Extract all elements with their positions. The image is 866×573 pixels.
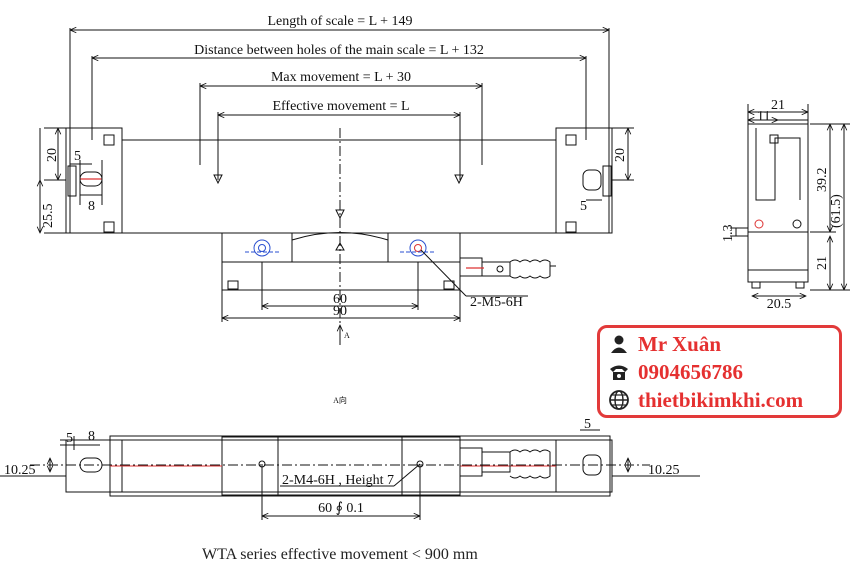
dim-bottom-60-tolerance: 60 ∮ 0.1 xyxy=(318,501,364,516)
dim-20-left: 20 xyxy=(45,148,60,162)
contact-name-row: Mr Xuân xyxy=(608,331,721,357)
side-view xyxy=(730,104,850,296)
contact-card: Mr Xuân 0904656786 thietbikimkhi.com xyxy=(597,325,842,418)
dim-side-39-2: 39.2 xyxy=(815,168,830,193)
dim-effective-movement: Effective movement = L xyxy=(272,99,409,114)
contact-name: Mr Xuân xyxy=(638,332,722,356)
thread-note-m4: 2-M4-6H , Height 7 xyxy=(282,473,394,488)
thread-note-m5: 2-M5-6H xyxy=(470,295,523,310)
dim-side-21-top: 21 xyxy=(771,98,785,113)
dim-bottom-5-left: 5 xyxy=(66,431,73,446)
dim-8-left: 8 xyxy=(88,199,95,214)
view-marker-a: A xyxy=(344,331,350,340)
series-caption: WTA series effective movement < 900 mm xyxy=(202,546,478,563)
person-icon xyxy=(611,335,627,353)
contact-website-row: thietbikimkhi.com xyxy=(608,387,803,413)
dim-side-20-5: 20.5 xyxy=(767,297,792,312)
dim-5-left: 5 xyxy=(74,149,81,164)
dim-bottom-10-25-left: 10.25 xyxy=(4,463,36,478)
dim-bottom-8-left: 8 xyxy=(88,429,95,444)
dim-side-1-3: 1.3 xyxy=(721,225,736,243)
dim-side-21-right: 21 xyxy=(815,256,830,270)
contact-website-link[interactable]: thietbikimkhi.com xyxy=(638,388,804,412)
dim-hole-distance: Distance between holes of the main scale… xyxy=(194,43,484,58)
dim-60: 60 xyxy=(333,292,347,307)
front-view xyxy=(40,28,634,345)
dim-20-right: 20 xyxy=(613,148,628,162)
dim-side-11: 11 xyxy=(757,109,770,124)
view-title-a: A向 xyxy=(333,395,347,405)
dim-bottom-5-right: 5 xyxy=(584,417,591,432)
bottom-view xyxy=(0,429,700,520)
dim-90: 90 xyxy=(333,304,347,319)
dim-length-of-scale: Length of scale = L + 149 xyxy=(267,14,412,29)
phone-icon xyxy=(610,365,628,380)
globe-icon xyxy=(609,390,629,410)
contact-phone[interactable]: 0904656786 xyxy=(638,360,743,384)
dim-25-5: 25.5 xyxy=(41,204,56,229)
dim-side-61-5: (61.5) xyxy=(829,194,844,228)
dim-max-movement: Max movement = L + 30 xyxy=(271,70,411,85)
dim-bottom-10-25-right: 10.25 xyxy=(648,463,680,478)
dim-5-right: 5 xyxy=(580,199,587,214)
contact-phone-row: 0904656786 xyxy=(608,359,743,385)
